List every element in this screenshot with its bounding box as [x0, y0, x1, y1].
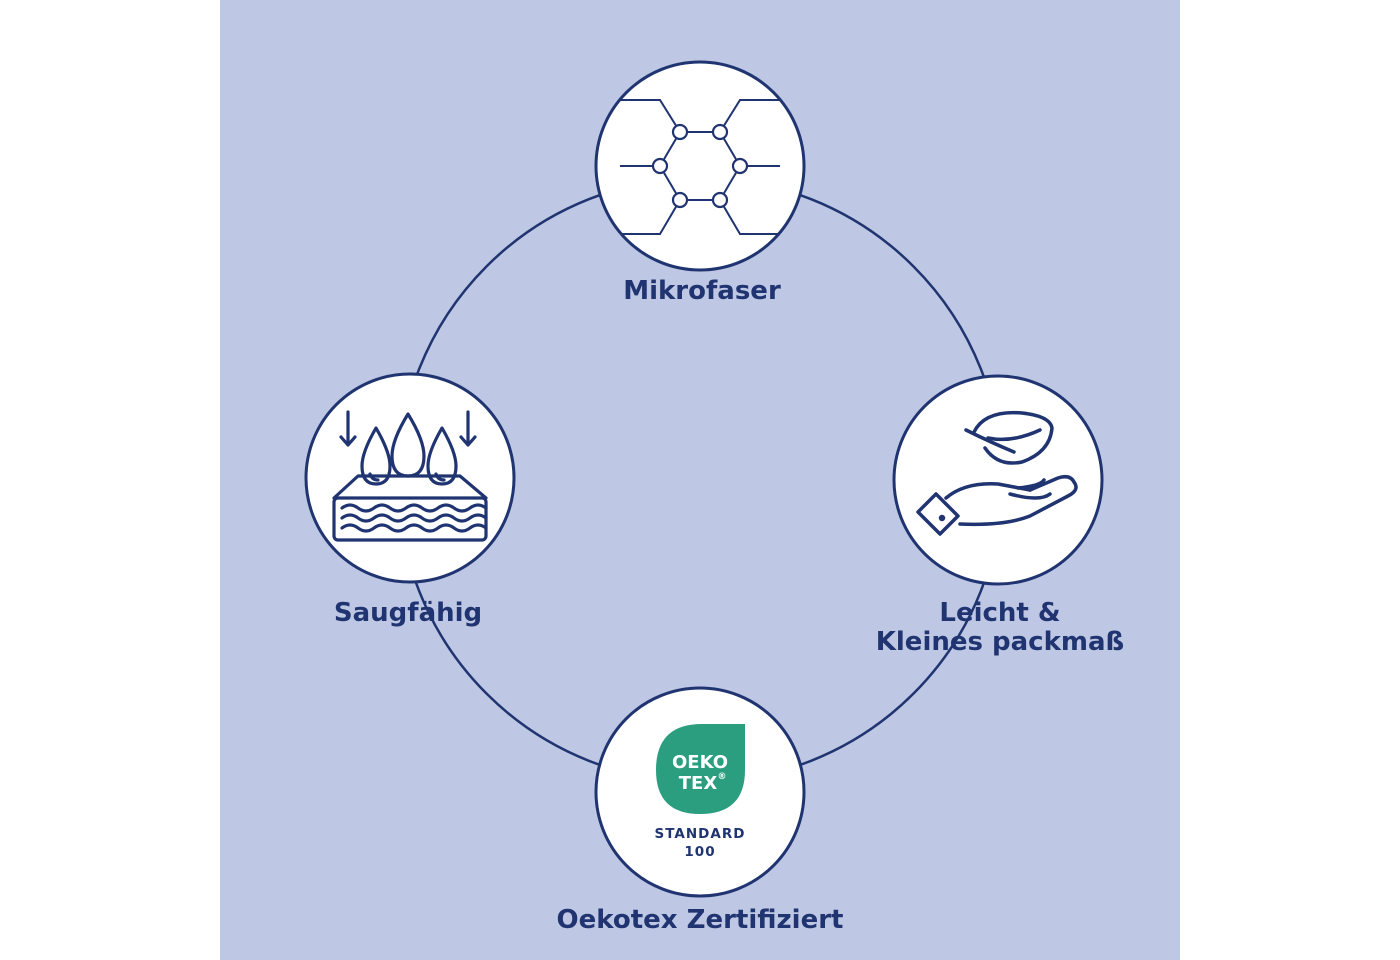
- oekotex-line1: OEKO: [672, 752, 728, 773]
- oekotex-logo: OEKO TEX ® STANDARD 100: [655, 724, 746, 860]
- label-mikrofaser: Mikrofaser: [623, 276, 781, 306]
- label-oekotex: Oekotex Zertifiziert: [556, 905, 844, 935]
- oekotex-number: 100: [684, 844, 715, 860]
- molecule-icon-badge: [594, 60, 806, 272]
- label-saugfaehig: Saugfähig: [333, 598, 483, 628]
- feather-hand-icon-badge: [892, 374, 1104, 586]
- water-absorb-icon-badge: [304, 372, 516, 584]
- oekotex-line2: TEX: [679, 773, 718, 794]
- water-absorb-icon: [332, 410, 488, 542]
- molecule-icon: [620, 99, 780, 235]
- feather-hand-icon: [916, 410, 1078, 536]
- oekotex-registered: ®: [718, 772, 727, 782]
- oekotex-standard: STANDARD: [655, 826, 746, 842]
- oekotex-logo-badge: OEKO TEX ® STANDARD 100: [594, 686, 806, 898]
- label-leicht-line2: Kleines packmaß: [875, 627, 1125, 657]
- label-leicht-line1: Leicht &: [939, 598, 1061, 628]
- label-leicht: Leicht & Kleines packmaß: [820, 599, 1180, 657]
